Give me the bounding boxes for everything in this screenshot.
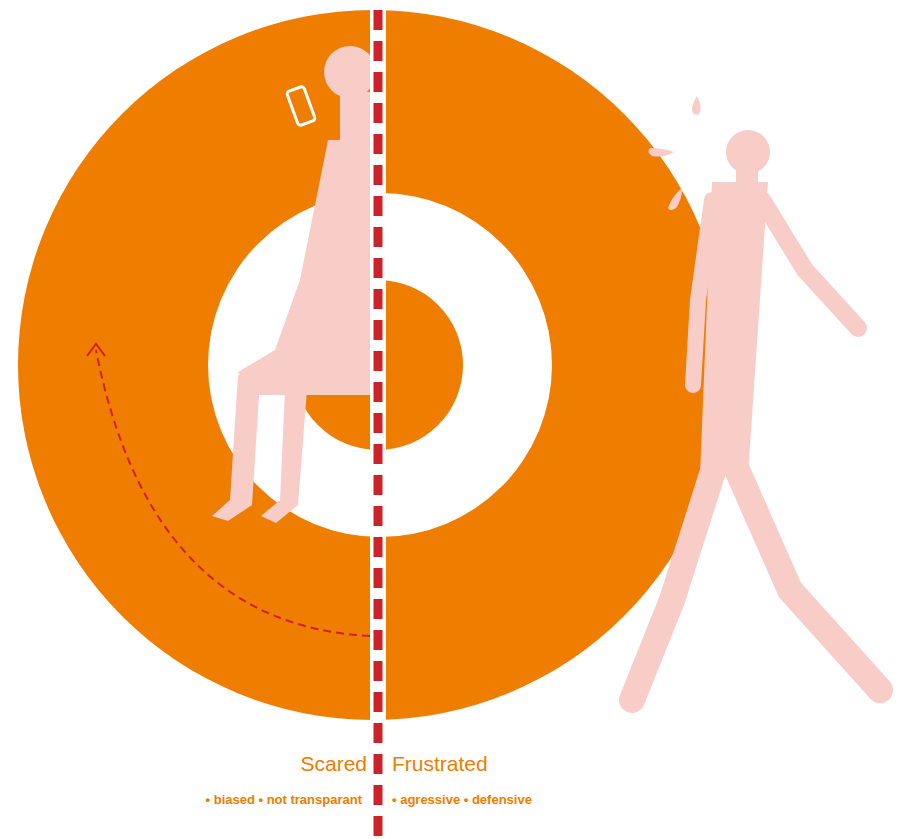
walking-figure bbox=[632, 96, 880, 700]
trait-list: • biased • not transparant bbox=[206, 792, 362, 807]
figure-leg bbox=[735, 465, 880, 690]
sweat-drop bbox=[648, 148, 674, 157]
arrow-head bbox=[87, 344, 105, 356]
figure-arm bbox=[762, 200, 858, 328]
figure-leg bbox=[261, 390, 307, 523]
cycle-arrow bbox=[96, 350, 370, 636]
seated-figure bbox=[212, 46, 376, 523]
figure-neck bbox=[340, 92, 370, 144]
sweat-drop bbox=[668, 188, 682, 210]
figure-head bbox=[324, 46, 376, 98]
figure-leg bbox=[212, 375, 260, 521]
group-heading: Frustrated bbox=[392, 752, 488, 776]
trait-list: • agressive • defensive bbox=[392, 792, 532, 807]
sweat-drop bbox=[692, 96, 701, 115]
figure-leg bbox=[632, 465, 715, 700]
figure-torso bbox=[238, 140, 370, 395]
figure-arm bbox=[693, 200, 712, 385]
divider-line bbox=[374, 10, 383, 839]
group-heading: Scared bbox=[300, 752, 367, 776]
phone-icon bbox=[286, 86, 315, 126]
